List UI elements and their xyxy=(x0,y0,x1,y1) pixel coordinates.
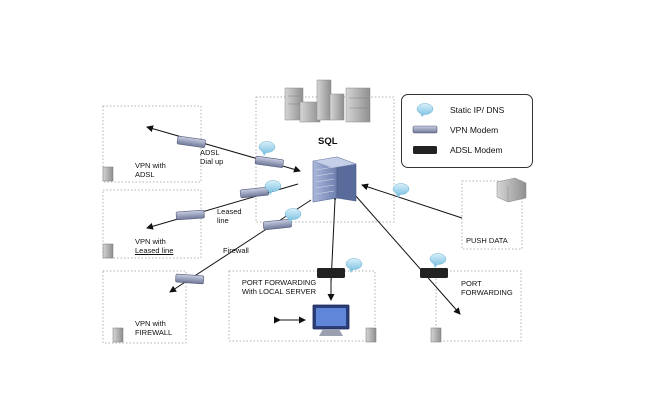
port-forwarding-local-label: PORT FORWARDING With LOCAL SERVER xyxy=(241,278,317,296)
vpn-modems xyxy=(175,135,292,285)
vpn-leased-line-label: VPN with Leased line xyxy=(135,237,173,255)
cloud-bubble-icon xyxy=(345,258,363,273)
vpn-adsl-label: VPN with ADSL xyxy=(135,161,166,179)
sql-server-icon xyxy=(312,156,357,203)
legend-label-vpn-modem: VPN Modem xyxy=(450,125,499,135)
sql-label: SQL xyxy=(318,136,338,147)
pc-tower-icon xyxy=(365,327,377,343)
leased-line-label: Leased line xyxy=(217,207,242,225)
push-data-building-icon xyxy=(496,177,527,203)
firewall-label: Firewall xyxy=(223,246,249,255)
vpn-leased-line-label-bottom: Leased line xyxy=(135,246,174,255)
monitor-icon xyxy=(312,304,350,336)
region-push-data xyxy=(461,180,523,250)
pc-tower-icon xyxy=(430,327,442,343)
legend-label-adsl-modem: ADSL Modem xyxy=(450,145,503,155)
vpn-modem-icon xyxy=(175,273,205,285)
region-port-forwarding xyxy=(435,270,522,342)
adsl-modems xyxy=(317,268,448,278)
arrow-push-data xyxy=(361,183,463,219)
region-vpn-adsl xyxy=(102,105,202,183)
vpn-leased-line-label-top: VPN with xyxy=(135,237,166,246)
adsl-modem-icon xyxy=(420,268,448,278)
buildings-icon xyxy=(284,79,371,123)
cloud-bubble-icon xyxy=(416,103,434,117)
adsl-dialup-label: ADSL Dial up xyxy=(200,148,224,166)
arrow-into-sql-adsl xyxy=(293,165,301,173)
cloud-bubble-icon xyxy=(258,141,276,156)
region-vpn-leased xyxy=(102,189,202,259)
legend-label-static-ip: Static IP/ DNS xyxy=(450,105,505,115)
adsl-modem-icon xyxy=(413,146,437,154)
arrow-sql-port-forwarding xyxy=(348,188,461,315)
push-data-label: PUSH DATA xyxy=(466,236,508,245)
vpn-firewall-label: VPN with FIREWALL xyxy=(135,319,173,337)
vpn-modem-icon xyxy=(239,186,269,199)
vpn-modem-icon xyxy=(175,209,205,221)
cloud-bubble-icon xyxy=(284,208,302,223)
cloud-bubble-icon xyxy=(264,180,282,195)
pc-tower-icon xyxy=(102,243,114,259)
vpn-modem-icon xyxy=(254,155,284,168)
port-forwarding-label: PORT FORWARDING xyxy=(461,279,513,297)
cloud-bubble-icon xyxy=(429,253,447,268)
vpn-modem-icon xyxy=(412,125,438,134)
legend: Static IP/ DNS VPN Modem ADSL Modem xyxy=(401,94,533,168)
region-port-forwarding-local xyxy=(228,270,376,342)
vpn-modem-icon xyxy=(262,218,292,231)
adsl-modem-icon xyxy=(317,268,345,278)
pc-tower-icon xyxy=(102,166,114,182)
pc-tower-icon xyxy=(112,327,124,343)
vpn-modem-icon xyxy=(176,135,206,148)
cloud-bubble-icon xyxy=(392,183,410,198)
static-ip-bubbles xyxy=(258,141,447,273)
region-vpn-firewall xyxy=(102,270,187,344)
